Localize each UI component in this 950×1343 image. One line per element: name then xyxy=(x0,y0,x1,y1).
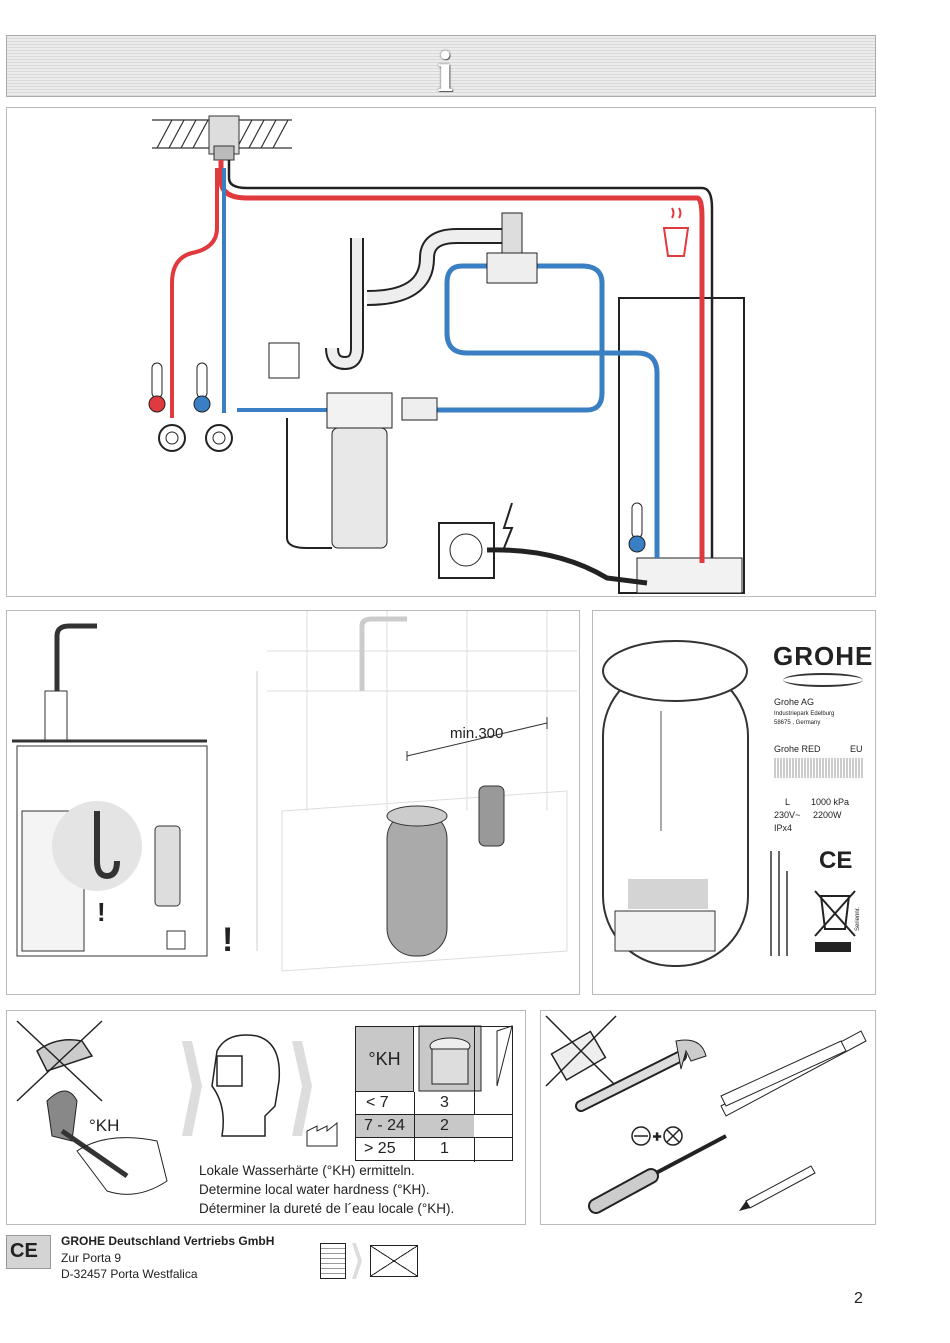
pencil-icon xyxy=(739,1165,816,1211)
thermometer-hot-icon xyxy=(148,362,166,413)
footer-city: D-32457 Porta Westfalica xyxy=(61,1267,198,1281)
hardness-panel: °KH °KH < 7 3 7 - 24 2 > 25 1 Lokale Was… xyxy=(6,1010,526,1225)
table-row: > 25 1 xyxy=(356,1138,512,1161)
company-address: Industriepark Edelburg xyxy=(774,711,835,717)
blue-loop xyxy=(437,263,660,558)
voltage-label: 230V~ xyxy=(774,810,801,820)
screwdriver-icon xyxy=(588,1134,727,1214)
header-band: i xyxy=(6,35,876,104)
kh-strip-label: °KH xyxy=(89,1116,120,1135)
setting-cell: 3 xyxy=(440,1094,449,1111)
power-label: 2200W xyxy=(813,810,842,820)
volume-label: L xyxy=(785,797,791,807)
nameplate-panel: GROHE Grohe AG Industriepark Edelburg 58… xyxy=(592,610,876,995)
footer-street: Zur Porta 9 xyxy=(61,1251,122,1265)
ce-mark: CE xyxy=(10,1240,38,1262)
table-row: < 7 3 xyxy=(356,1092,512,1115)
instruction-fr: Déterminer la dureté de l´eau locale (°K… xyxy=(199,1201,455,1216)
svg-text:!: ! xyxy=(222,921,233,959)
range-cell: > 25 xyxy=(364,1140,396,1157)
range-cell: 7 - 24 xyxy=(364,1117,405,1134)
tools-panel: + xyxy=(540,1010,876,1225)
company-postal: 58675 , Germany xyxy=(774,720,821,726)
folding-rule-icon xyxy=(720,1030,867,1117)
envelope-icon xyxy=(370,1245,418,1277)
pencil-icon xyxy=(496,1025,513,1087)
serial-label: Seriennr. xyxy=(855,906,861,931)
installation-diagram xyxy=(6,107,876,597)
company-name: Grohe AG xyxy=(774,697,815,707)
product-name: Grohe RED xyxy=(774,744,821,754)
no-tap-icon xyxy=(16,1020,103,1102)
no-tool-icon xyxy=(545,1015,617,1087)
table-row: 7 - 24 2 xyxy=(356,1115,512,1138)
range-cell: < 7 xyxy=(366,1094,389,1111)
factory-icon xyxy=(306,1121,338,1147)
arrow-separator-icon xyxy=(352,1243,362,1279)
region-code: EU xyxy=(850,744,863,754)
barcode-strip xyxy=(774,758,864,778)
instruction-de: Lokale Wasserhärte (°KH) ermitteln. xyxy=(199,1163,415,1178)
black-line xyxy=(227,160,714,558)
setting-cell: 1 xyxy=(440,1140,449,1157)
filter-cartridge xyxy=(331,427,388,549)
pressure-label: 1000 kPa xyxy=(811,797,850,807)
ip-label: IPx4 xyxy=(774,823,793,833)
weee-bin-icon xyxy=(814,890,856,937)
grohe-logo: GROHE xyxy=(773,641,874,671)
setting-cell: 2 xyxy=(440,1117,449,1134)
min-300-label: min.300 xyxy=(450,725,504,742)
screwdriver-type-icon: + xyxy=(631,1126,683,1146)
undersink-diagram: ! ! min.300 xyxy=(6,610,580,995)
svg-text:+: + xyxy=(653,1128,661,1144)
thermometer-cold-icon xyxy=(193,362,211,413)
hot-cup-icon xyxy=(662,207,690,257)
thermometer-tank-icon xyxy=(628,502,646,553)
boiler-cylinder xyxy=(386,810,448,957)
lightning-icon xyxy=(502,502,514,549)
info-icon: i xyxy=(436,39,454,104)
footer-company: GROHE Deutschland Vertriebs GmbH xyxy=(61,1234,275,1248)
grohe-waves-icon xyxy=(783,673,863,687)
head-book-icon xyxy=(211,1034,281,1137)
ce-mark: CE xyxy=(819,847,853,874)
footer-ce-box: CE xyxy=(6,1235,51,1269)
svg-text:!: ! xyxy=(97,897,106,927)
hardness-table: °KH < 7 3 7 - 24 2 > 25 1 xyxy=(355,1026,513,1162)
wrench-icon xyxy=(575,1039,707,1112)
red-supply xyxy=(170,168,219,418)
kh-header-cell: °KH xyxy=(356,1027,414,1092)
test-strip xyxy=(60,1128,129,1179)
page-number: 2 xyxy=(854,1290,863,1307)
instruction-en: Determine local water hardness (°KH). xyxy=(199,1182,430,1197)
document-ce-icon xyxy=(320,1243,346,1279)
